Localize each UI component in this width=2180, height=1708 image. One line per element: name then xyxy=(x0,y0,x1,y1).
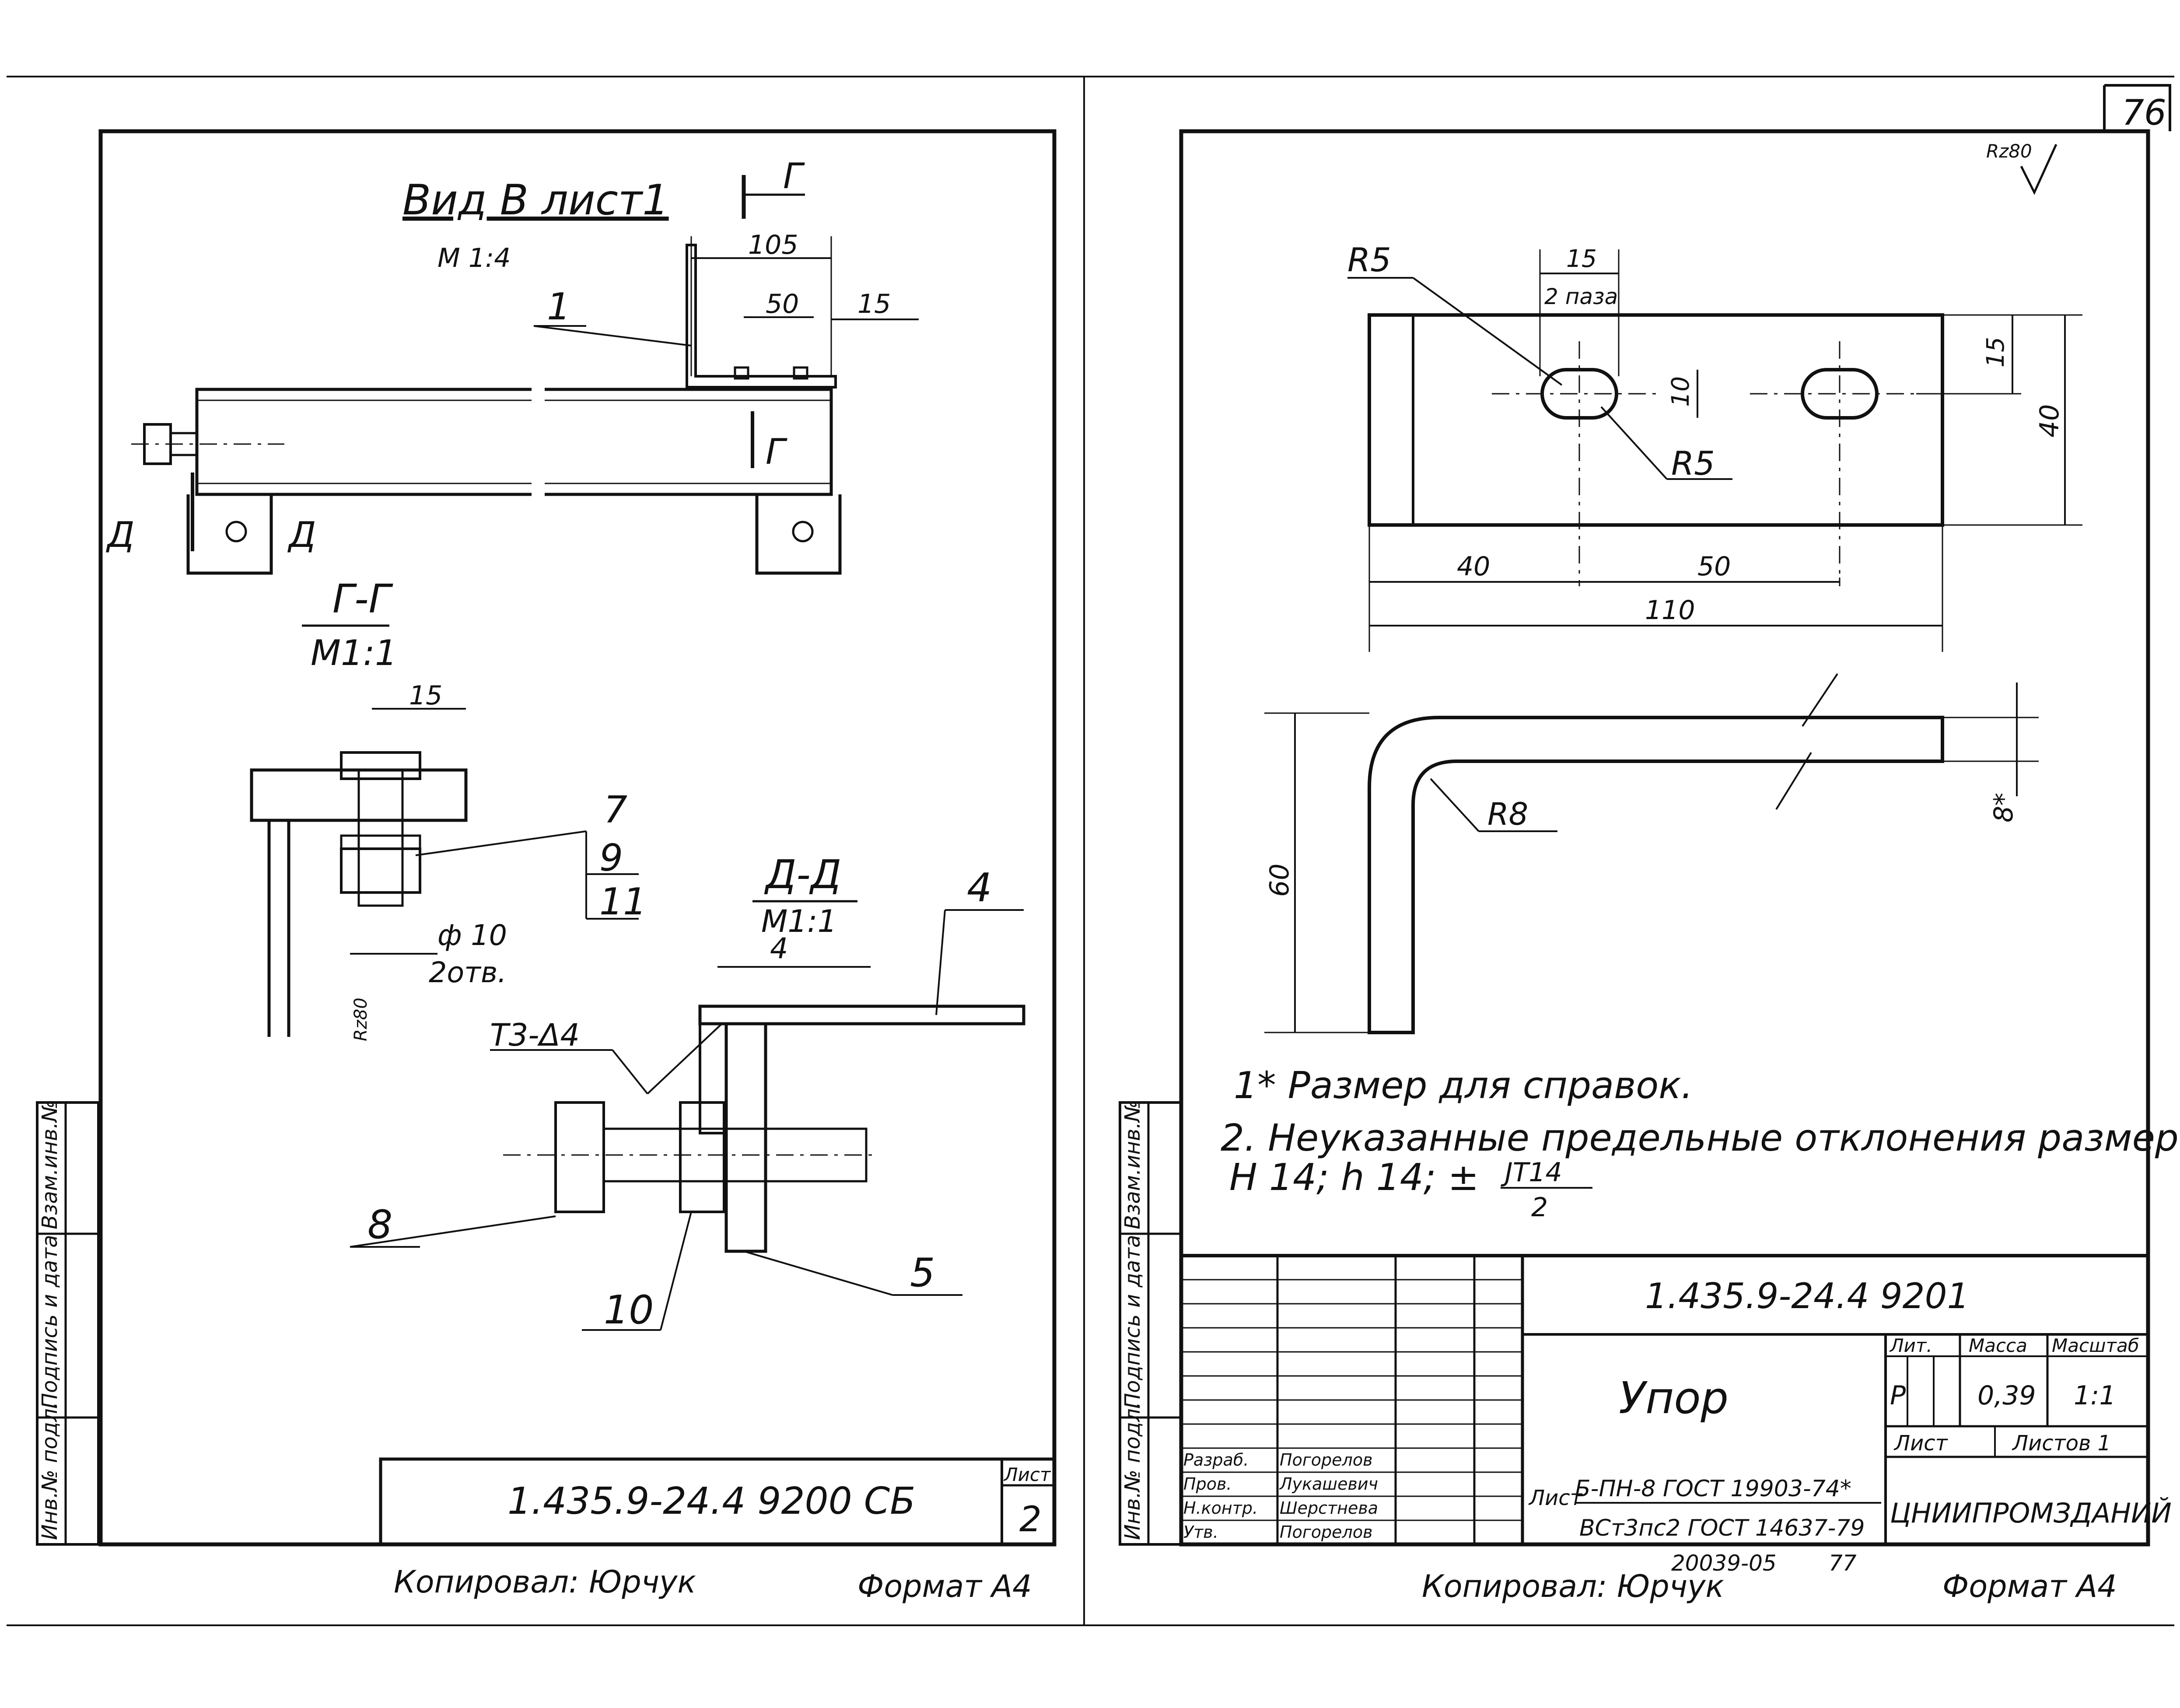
view-b-cut-letter-bottom: Г xyxy=(766,431,787,472)
tb-name: Упор xyxy=(1619,1372,1729,1424)
left-stamp-sign: Подпись и дата xyxy=(38,1235,62,1409)
tb-scale: 1:1 xyxy=(2074,1380,2116,1411)
tb-lit: Р xyxy=(1890,1380,1906,1411)
section-gg: Г-Г М1:1 15 ф 10 2отв. Rz80 7 9 11 xyxy=(250,576,647,1041)
left-doc-code: 1.435.9-24.4 9200 СБ xyxy=(507,1480,915,1523)
note-1: 1* Размер для справок. xyxy=(1234,1064,1693,1107)
tb-role-0: Разраб. xyxy=(1183,1450,1249,1470)
view-b-cut-letter-top: Г xyxy=(783,156,805,196)
tb-material-prefix: Лист xyxy=(1528,1486,1583,1510)
left-sheet-no: 2 xyxy=(1019,1499,1042,1540)
left-sheet-label: Лист xyxy=(1003,1464,1051,1485)
notes: 1* Размер для справок. 2. Неуказанные пр… xyxy=(1221,1064,2180,1223)
tb-name-2: Шерстнева xyxy=(1280,1498,1378,1518)
tb-org: ЦНИИПРОМЗДАНИЙ xyxy=(1890,1497,2172,1529)
tb-mass-header: Масса xyxy=(1969,1335,2027,1356)
plate-plan-view: R5 15 2 паза 10 R5 15 40 40 50 xyxy=(1347,241,2082,652)
tb-name-0: Погорелов xyxy=(1280,1450,1372,1470)
right-stamp-sign: Подпись и дата xyxy=(1120,1235,1145,1409)
right-stamp-inv: Инв.№ подл. xyxy=(1120,1402,1145,1540)
section-dd-title: Д-Д xyxy=(764,852,841,898)
pos-11: 11 xyxy=(599,880,647,924)
page-bottom: 77 xyxy=(1829,1550,1857,1576)
section-dd-scale: М1:1 xyxy=(761,903,837,939)
pos-5: 5 xyxy=(910,1250,935,1296)
dim-r8: R8 xyxy=(1487,796,1528,832)
dim-r5-bottom: R5 xyxy=(1671,444,1715,483)
view-b-cut-letter-d1: Д xyxy=(106,514,135,555)
dim-slot-count: 2 паза xyxy=(1544,284,1618,309)
right-roughness: Rz80 xyxy=(1986,140,2032,162)
tb-role-1: Пров. xyxy=(1183,1474,1232,1494)
tb-doc-code: 1.435.9-24.4 9201 xyxy=(1645,1276,1969,1316)
gg-roughness: Rz80 xyxy=(351,998,371,1041)
right-stamp-replace: Взам.инв.№ xyxy=(1120,1100,1145,1229)
pos-4: 4 xyxy=(967,865,992,911)
section-dd: Д-Д М1:1 4 4 Т3-Δ4 8 10 xyxy=(350,852,1025,1333)
gg-dim-15: 15 xyxy=(409,680,442,711)
left-stamp-replace: Взам.инв.№ xyxy=(38,1100,62,1229)
dim-40: 40 xyxy=(1457,551,1490,582)
pos-10: 10 xyxy=(604,1287,654,1333)
left-format: Формат А4 xyxy=(857,1568,1032,1604)
pos-1: 1 xyxy=(547,285,570,329)
order-no: 20039-05 xyxy=(1671,1550,1777,1576)
note-2-frac-den: 2 xyxy=(1531,1192,1548,1223)
title-block: 1.435.9-24.4 9201 Упор Лит. Масса Масшта… xyxy=(1181,1254,2172,1544)
left-title-strip: 1.435.9-24.4 9200 СБ Лист 2 xyxy=(379,1457,1056,1546)
dim-r5-top: R5 xyxy=(1347,241,1391,279)
weld-symbol: Т3-Δ4 xyxy=(490,1017,580,1053)
gg-hole-count: 2отв. xyxy=(429,956,507,989)
note-2b: H 14; h 14; ± xyxy=(1229,1156,1479,1199)
tb-lit-header: Лит. xyxy=(1889,1335,1932,1356)
tb-mass: 0,39 xyxy=(1977,1380,2036,1411)
left-copied-by: Копировал: Юрчук xyxy=(394,1564,696,1600)
tb-material-1: Б-ПН-8 ГОСТ 19903-74* xyxy=(1575,1476,1851,1502)
view-b-cut-letter-d2: Д xyxy=(287,514,316,555)
dd-dim-4: 4 xyxy=(770,932,788,965)
gg-hole-dim: ф 10 xyxy=(437,919,507,952)
dim-15-slot: 15 xyxy=(1566,245,1597,273)
page-number: 76 xyxy=(2122,92,2166,133)
view-b: Вид В лист1 М 1:4 Г Д xyxy=(106,156,919,575)
tb-scale-header: Масштаб xyxy=(2052,1335,2139,1356)
dim-40-right: 40 xyxy=(2034,404,2065,438)
tb-name-1: Лукашевич xyxy=(1279,1474,1378,1494)
right-format: Формат А4 xyxy=(1942,1568,2117,1604)
dim-8: 8* xyxy=(1988,793,2019,822)
view-b-title: Вид В лист1 xyxy=(402,176,669,224)
left-stamp-inv: Инв.№ подл. xyxy=(38,1402,62,1540)
tb-sheets-label: Листов 1 xyxy=(2012,1431,2111,1456)
dim-60: 60 xyxy=(1264,864,1295,897)
dim-15-right: 15 xyxy=(1981,337,2009,368)
note-2: 2. Неуказанные предельные отклонения раз… xyxy=(1221,1116,2180,1160)
dim-10: 10 xyxy=(1666,376,1694,407)
plate-side-view: 60 R8 8* xyxy=(1264,673,2039,1034)
dim-15: 15 xyxy=(857,289,891,319)
right-copied-by: Копировал: Юрчук xyxy=(1422,1568,1724,1604)
right-sheet: 76 Rz80 Инв.№ подл. Подпись и дата Взам.… xyxy=(1119,84,2180,1604)
tb-name-3: Погорелов xyxy=(1280,1522,1372,1542)
left-side-stamp: Инв.№ подл. Подпись и дата Взам.инв.№ xyxy=(36,1100,100,1546)
note-2-frac-num: JT14 xyxy=(1501,1157,1562,1188)
dim-105: 105 xyxy=(748,230,798,260)
tb-material-2: ВСт3пс2 ГОСТ 14637-79 xyxy=(1579,1515,1865,1541)
dim-50: 50 xyxy=(766,289,799,319)
tb-role-2: Н.контр. xyxy=(1183,1498,1258,1518)
dim-110: 110 xyxy=(1645,595,1695,626)
view-b-scale: М 1:4 xyxy=(437,243,511,273)
pos-9: 9 xyxy=(599,836,623,880)
right-side-stamp: Инв.№ подл. Подпись и дата Взам.инв.№ xyxy=(1119,1100,1183,1546)
section-gg-title: Г-Г xyxy=(332,576,394,622)
pos-8: 8 xyxy=(367,1202,392,1248)
tb-sheet-label: Лист xyxy=(1893,1431,1949,1456)
tb-role-3: Утв. xyxy=(1183,1522,1218,1542)
section-gg-scale: М1:1 xyxy=(311,633,397,673)
dim-50: 50 xyxy=(1697,551,1731,582)
pos-7: 7 xyxy=(604,788,627,832)
left-sheet: Инв.№ подл. Подпись и дата Взам.инв.№ Ви… xyxy=(36,129,1057,1604)
